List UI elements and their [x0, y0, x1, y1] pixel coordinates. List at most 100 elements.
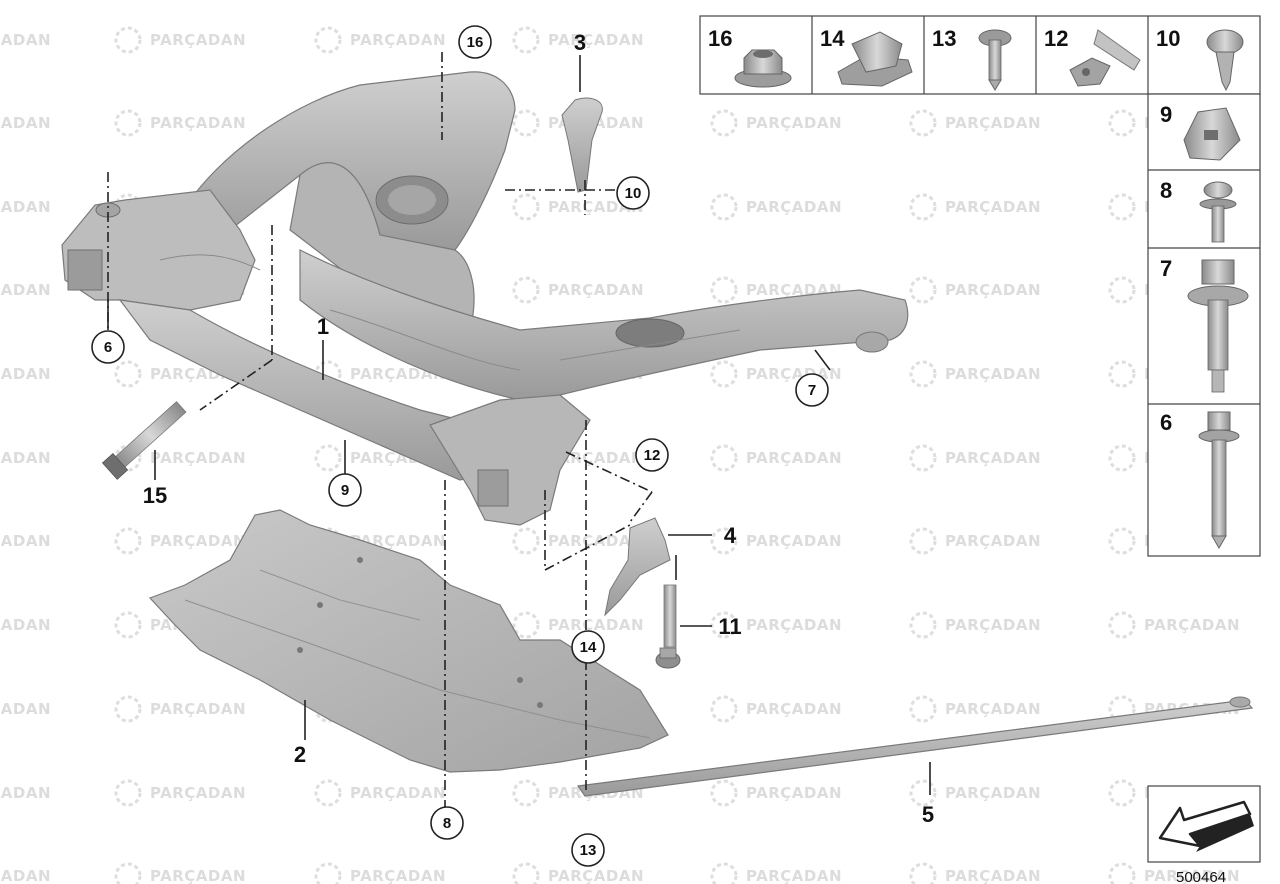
watermark-text: PARÇADAN — [548, 281, 644, 299]
watermark-text: PARÇADAN — [0, 31, 51, 49]
watermark-text: PARÇADAN — [0, 114, 51, 132]
watermark-text: PARÇADAN — [746, 616, 842, 634]
callout-16: 16 — [467, 34, 484, 51]
watermark-gear-icon — [1108, 611, 1136, 639]
watermark-text: PARÇADAN — [945, 281, 1041, 299]
table-label-16: 16 — [708, 26, 732, 51]
watermark-gear-icon — [314, 779, 342, 807]
watermark-gear-icon — [1108, 862, 1136, 884]
table-label-6: 6 — [1160, 410, 1172, 435]
watermark-text: PARÇADAN — [945, 114, 1041, 132]
bracket-part-3 — [561, 97, 603, 193]
tension-strut — [576, 696, 1254, 797]
watermark-text: PARÇADAN — [150, 449, 246, 467]
watermark-gear-icon — [710, 695, 738, 723]
table-label-14: 14 — [820, 26, 845, 51]
watermark-gear-icon — [710, 360, 738, 388]
watermark-gear-icon — [114, 527, 142, 555]
watermark-text: PARÇADAN — [945, 365, 1041, 383]
watermark-gear-icon — [909, 193, 937, 221]
watermark-text: PARÇADAN — [746, 198, 842, 216]
watermark-gear-icon — [114, 862, 142, 884]
watermark-text: PARÇADAN — [0, 867, 51, 884]
watermark-text: PARÇADAN — [1144, 867, 1240, 884]
callout-2: 2 — [294, 742, 306, 767]
callout-10: 10 — [625, 185, 642, 202]
flange-nut-icon — [734, 49, 792, 88]
callout-circle-10 — [616, 176, 650, 210]
watermark-text: PARÇADAN — [945, 532, 1041, 550]
table-label-8: 8 — [1160, 178, 1172, 203]
button-head-screw-icon — [1206, 29, 1244, 92]
watermark-gear-icon — [710, 779, 738, 807]
watermark-layer: PARÇADAN PARÇADAN PARÇADAN PARÇADAN PARÇADAN… — [0, 26, 1240, 884]
watermark-gear-icon — [512, 862, 540, 884]
watermark-gear-icon — [710, 527, 738, 555]
leader-lines — [107, 55, 931, 795]
callout-4: 4 — [724, 523, 737, 548]
watermark-gear-icon — [114, 360, 142, 388]
watermark-gear-icon — [512, 527, 540, 555]
watermark-text: PARÇADAN — [150, 114, 246, 132]
watermark-text: PARÇADAN — [150, 31, 246, 49]
callout-8: 8 — [443, 815, 451, 832]
watermark-gear-icon — [1108, 109, 1136, 137]
watermark-text: PARÇADAN — [945, 449, 1041, 467]
watermark-gear-icon — [1108, 779, 1136, 807]
watermark-gear-icon — [512, 276, 540, 304]
watermark-gear-icon — [512, 611, 540, 639]
watermark-text: PARÇADAN — [0, 198, 51, 216]
watermark-gear-icon — [909, 527, 937, 555]
callout-15: 15 — [143, 483, 167, 508]
callout-circle-16 — [458, 25, 492, 59]
watermark-text: PARÇADAN — [548, 867, 644, 884]
watermark-text: PARÇADAN — [746, 784, 842, 802]
watermark-gear-icon — [909, 360, 937, 388]
watermark-gear-icon — [114, 779, 142, 807]
callout-9: 9 — [341, 482, 349, 499]
watermark-gear-icon — [512, 109, 540, 137]
watermark-gear-icon — [314, 444, 342, 472]
watermark-text: PARÇADAN — [548, 616, 644, 634]
watermark-gear-icon — [909, 276, 937, 304]
watermark-gear-icon — [710, 444, 738, 472]
watermark-text: PARÇADAN — [746, 449, 842, 467]
watermark-text: PARÇADAN — [945, 784, 1041, 802]
watermark-text: PARÇADAN — [0, 532, 51, 550]
callout-circle-6 — [91, 330, 125, 364]
watermark-text: PARÇADAN — [945, 198, 1041, 216]
callout-7: 7 — [808, 382, 816, 399]
screw-icon — [978, 29, 1012, 91]
clip-nut-icon — [837, 31, 913, 87]
watermark-gear-icon — [710, 862, 738, 884]
callout-circle-9 — [328, 473, 362, 507]
callout-14: 14 — [580, 639, 597, 656]
long-bolt-icon — [1198, 411, 1240, 549]
watermark-gear-icon — [710, 193, 738, 221]
watermark-gear-icon — [909, 444, 937, 472]
watermark-gear-icon — [710, 109, 738, 137]
bracket-part-4 — [604, 517, 671, 617]
underbody-panel — [148, 509, 669, 773]
watermark-text: PARÇADAN — [350, 867, 446, 884]
watermark-text: PARÇADAN — [0, 449, 51, 467]
bolt-part-11 — [655, 584, 681, 669]
watermark-text: PARÇADAN — [945, 867, 1041, 884]
watermark-gear-icon — [314, 26, 342, 54]
diagram-code: 500464 — [1176, 869, 1226, 884]
assembly-lines — [107, 52, 653, 810]
watermark-gear-icon — [512, 193, 540, 221]
parts-table: 16 14 13 12 10 9 8 7 6 — [699, 15, 1261, 557]
callout-6: 6 — [104, 339, 112, 356]
watermark-text: PARÇADAN — [150, 867, 246, 884]
watermark-text: PARÇADAN — [0, 365, 51, 383]
watermark-gear-icon — [909, 109, 937, 137]
hex-bolt-large-icon — [1187, 259, 1249, 393]
watermark-gear-icon — [710, 611, 738, 639]
table-label-10: 10 — [1156, 26, 1180, 51]
watermark-text: PARÇADAN — [0, 281, 51, 299]
watermark-text: PARÇADAN — [150, 700, 246, 718]
callout-5: 5 — [922, 802, 934, 827]
table-label-7: 7 — [1160, 256, 1172, 281]
